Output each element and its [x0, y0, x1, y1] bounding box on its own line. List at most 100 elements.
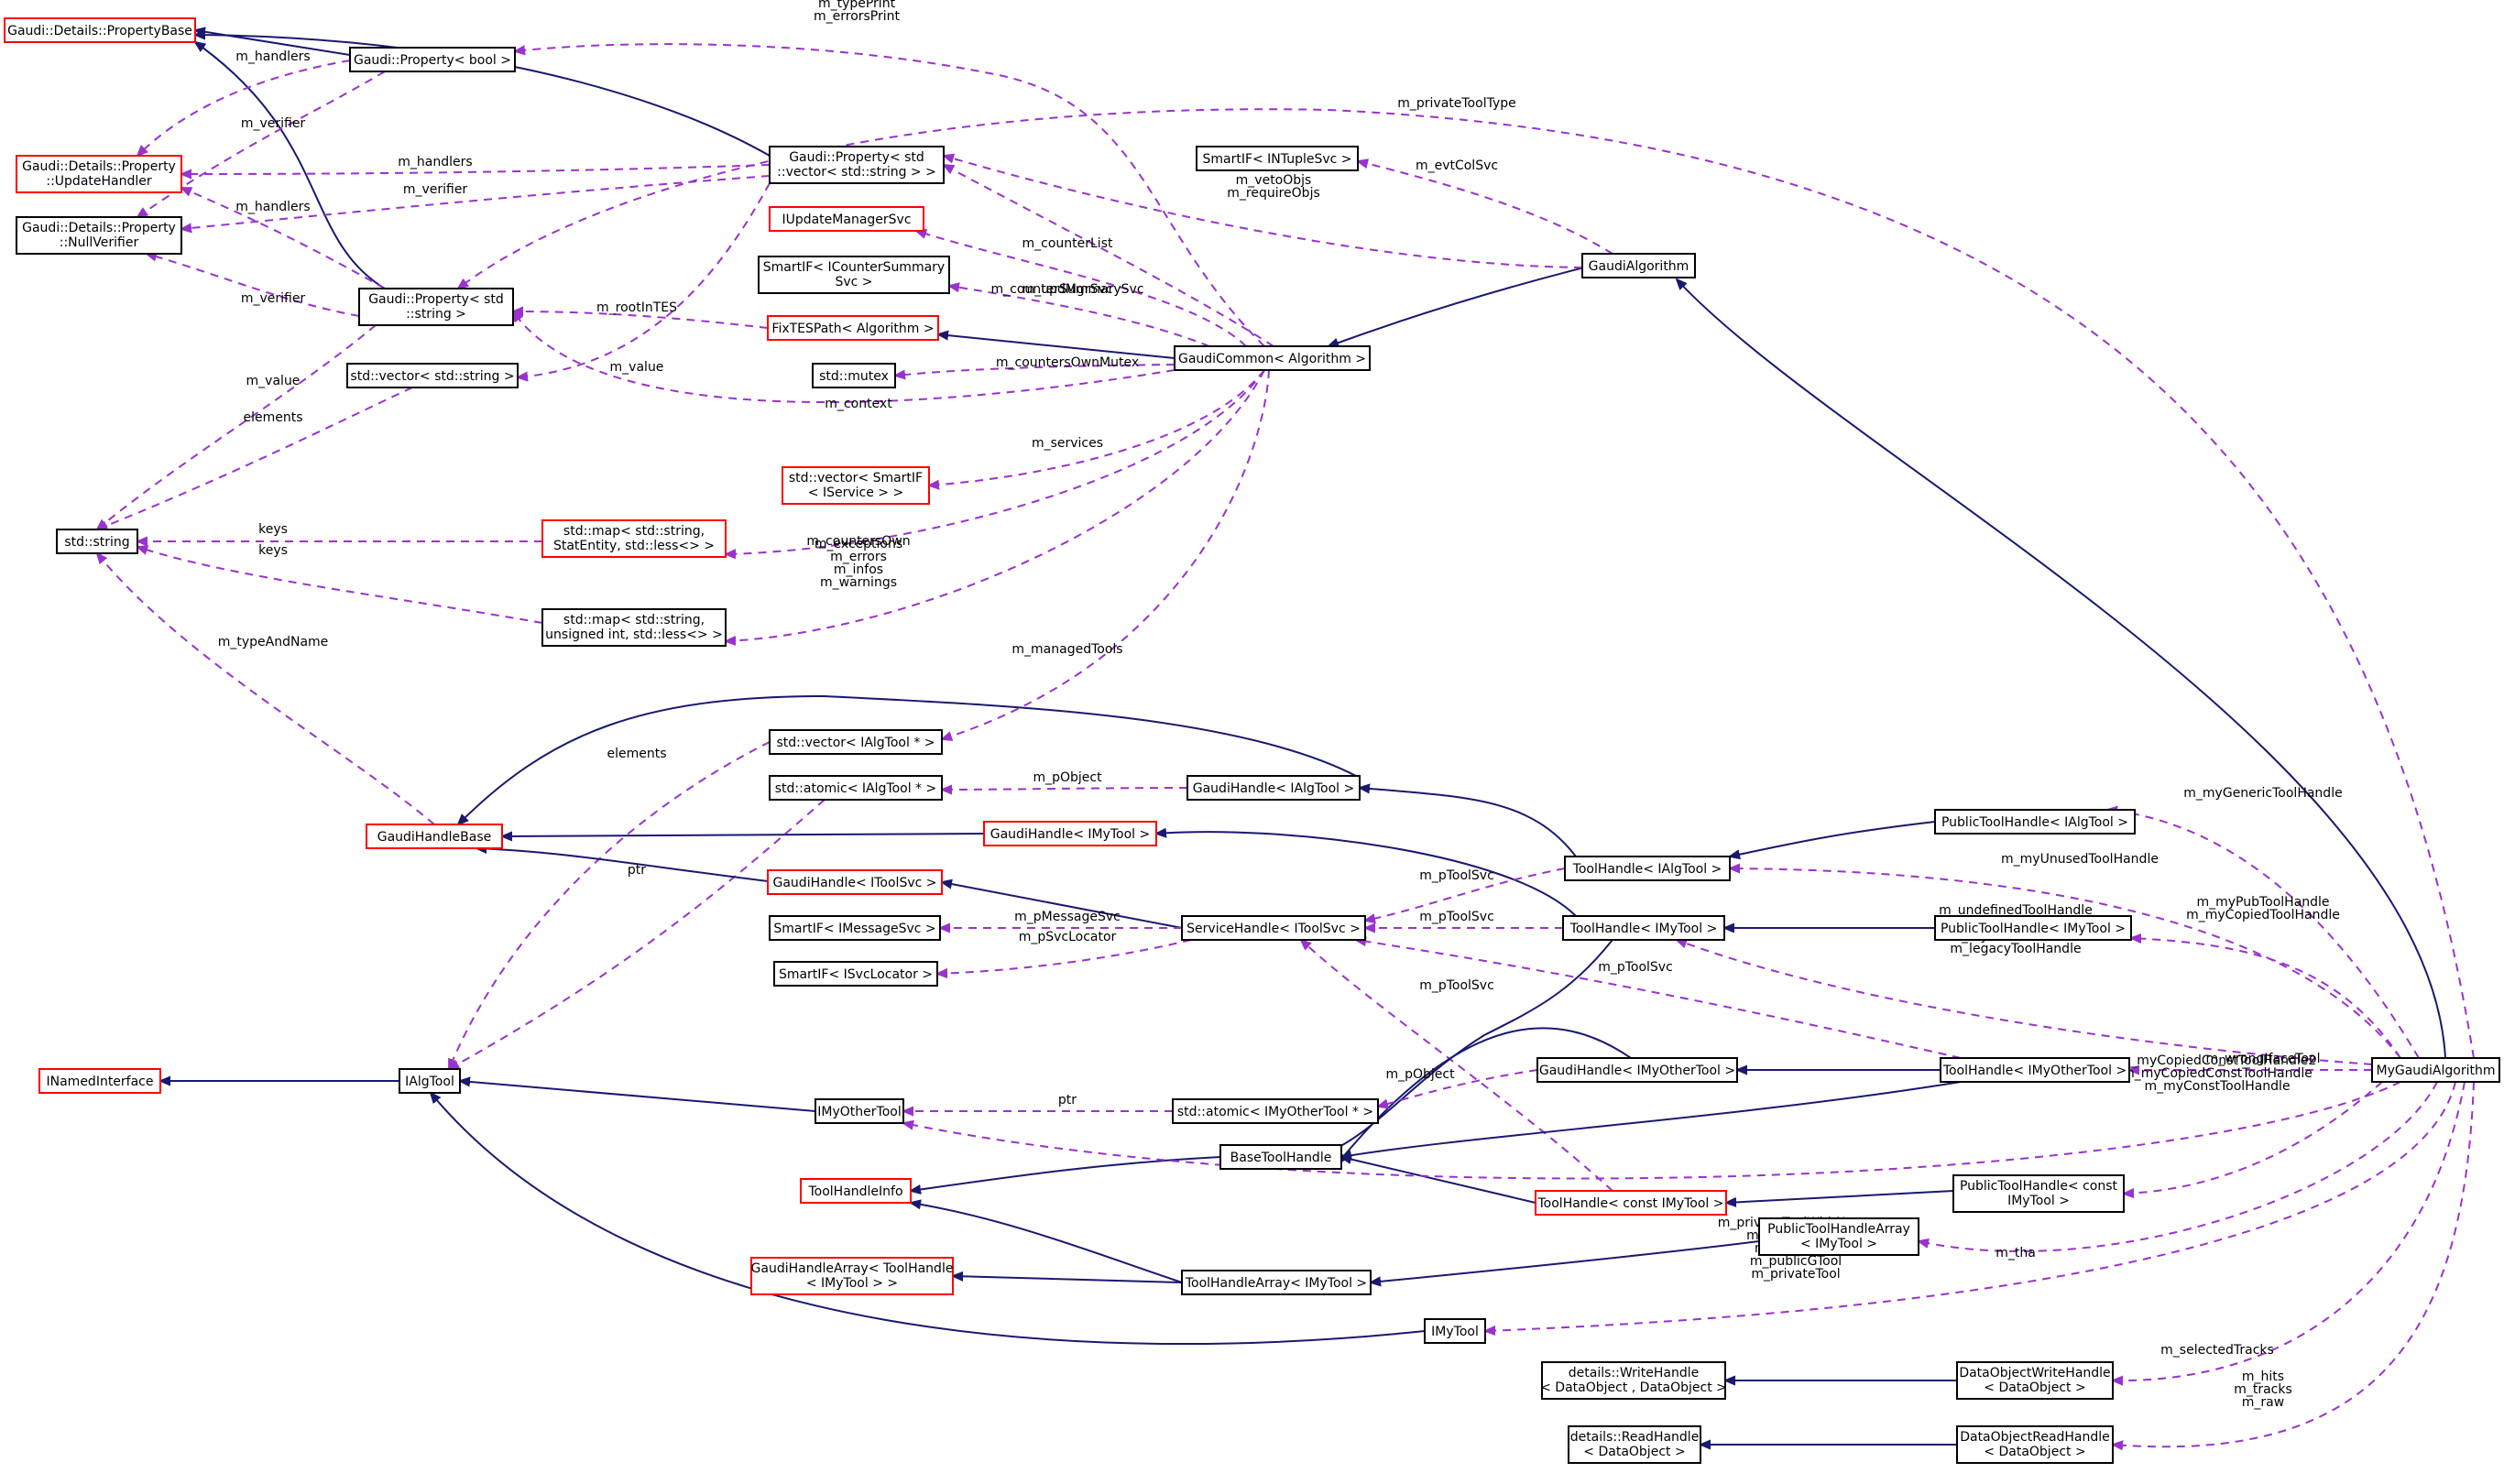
class-node-box [1562, 915, 1725, 941]
class-node-box [1219, 1144, 1342, 1170]
edge-label-p-svc-locator: m_pSvcLocator [1019, 930, 1117, 944]
edge-label-line: m_handlers [398, 155, 472, 169]
usage-edge-type-and-name [97, 553, 435, 825]
class-node-label: GaudiHandle< IMyTool > [990, 827, 1151, 842]
class-node-ialg-tool[interactable]: IAlgTool [399, 1068, 461, 1094]
class-node-map-stat-entity[interactable]: std::map< std::string,StatEntity, std::l… [541, 519, 727, 558]
edge-label-elements-vecstr: elements [243, 410, 302, 425]
class-node-box [1758, 1217, 1919, 1256]
class-node-prop-bool[interactable]: Gaudi::Property< bool > [349, 47, 516, 72]
usage-edge-upd-mgr-svc [916, 231, 1247, 347]
class-node-gaudi-handle-base[interactable]: GaudiHandleBase [366, 824, 503, 849]
class-node-dowrite-handle[interactable]: DataObjectWriteHandle< DataObject > [1956, 1361, 2114, 1400]
class-node-ghimy-other[interactable]: GaudiHandle< IMyOtherTool > [1536, 1057, 1738, 1083]
edge-label-counters-own-mutex: m_countersOwnMutex [996, 355, 1139, 370]
edge-label-line: elements [607, 747, 666, 761]
class-node-ghimy-tool[interactable]: GaudiHandle< IMyTool > [983, 821, 1157, 846]
class-node-box [346, 363, 519, 388]
class-node-std-mutex[interactable]: std::mutex [812, 363, 896, 388]
class-node-ghitool-svc[interactable]: GaudiHandle< IToolSvc > [767, 869, 943, 895]
class-node-imy-tool[interactable]: IMyTool [1424, 1318, 1486, 1344]
class-node-doread-handle[interactable]: DataObjectReadHandle< DataObject > [1956, 1425, 2114, 1464]
class-node-smart-ifsvc-loc[interactable]: SmartIF< ISvcLocator > [773, 961, 938, 987]
class-node-box [815, 1098, 904, 1124]
edge-label-tha: m_tha [1996, 1246, 2036, 1260]
class-node-tharray[interactable]: ToolHandleArray< IMyTool > [1181, 1270, 1372, 1295]
class-node-thimy-tool[interactable]: ToolHandle< IMyTool > [1562, 915, 1725, 941]
class-node-pthimy-tool[interactable]: PublicToolHandle< IMyTool > [1934, 915, 2132, 941]
class-node-inamed-interface[interactable]: INamedInterface [38, 1068, 161, 1094]
class-node-box [769, 775, 943, 801]
class-node-box [56, 529, 138, 554]
class-node-atomic-imy-other[interactable]: std::atomic< IMyOtherTool * > [1172, 1098, 1379, 1124]
class-node-read-handle[interactable]: details::ReadHandle< DataObject > [1568, 1425, 1701, 1464]
edge-label-line: m_errors [830, 550, 887, 564]
class-node-label: std::vector< SmartIF [789, 471, 923, 486]
edge-label-verifier-vec: m_verifier [403, 182, 468, 197]
class-node-label: IAlgTool [405, 1075, 454, 1089]
class-node-thconst-imy-tool[interactable]: ToolHandle< const IMyTool > [1535, 1190, 1727, 1216]
usage-edge-elements-ialg [448, 741, 771, 1069]
class-node-prop-details-base[interactable]: Gaudi::Details::PropertyBase [4, 17, 196, 43]
class-node-smart-ifntuple[interactable]: SmartIF< INTupleSvc > [1196, 146, 1359, 171]
usage-edge-handlers-vec [181, 164, 771, 174]
class-node-gaudi-algorithm[interactable]: GaudiAlgorithm [1581, 253, 1696, 278]
class-node-label: Gaudi::Property< bool > [354, 53, 511, 68]
class-node-service-handle[interactable]: ServiceHandle< IToolSvc > [1181, 915, 1366, 941]
class-node-gharray[interactable]: GaudiHandleArray< ToolHandle< IMyTool > … [750, 1257, 954, 1295]
class-node-prop-str[interactable]: Gaudi::Property< std::string > [358, 288, 514, 326]
edge-label-line: m_wrongIfaceTool [2205, 1052, 2320, 1066]
class-node-iupdate-mgr[interactable]: IUpdateManagerSvc [769, 206, 924, 232]
class-node-pthialg-tool[interactable]: PublicToolHandle< IAlgTool > [1934, 809, 2136, 835]
class-node-smart-ifmsg[interactable]: SmartIF< IMessageSvc > [769, 915, 941, 941]
edge-label-p-object-other: m_pObject [1385, 1067, 1455, 1082]
edges-layer [97, 30, 2475, 1446]
class-node-base-tool-handle[interactable]: BaseToolHandle [1219, 1144, 1342, 1170]
class-node-box [358, 288, 514, 326]
class-node-fix-tes[interactable]: FixTESPath< Algorithm > [767, 315, 939, 341]
edge-label-line: m_typeAndName [218, 635, 329, 649]
class-node-ghialg-tool[interactable]: GaudiHandle< IAlgTool > [1186, 775, 1361, 801]
usage-edge-context [513, 311, 1175, 404]
class-node-vec-string[interactable]: std::vector< std::string > [346, 363, 519, 388]
class-node-thimy-other[interactable]: ToolHandle< IMyOtherTool > [1940, 1057, 2130, 1083]
class-node-map-uint[interactable]: std::map< std::string,unsigned int, std:… [541, 608, 727, 647]
class-node-update-handler[interactable]: Gaudi::Details::Property::UpdateHandler [16, 155, 182, 193]
edge-label-managed-tools: m_managedTools [1011, 642, 1122, 657]
class-node-box [983, 821, 1157, 846]
class-node-label: std::map< std::string, [563, 524, 705, 539]
class-node-label: SmartIF< ISvcLocator > [779, 967, 933, 982]
class-node-gaudi-common[interactable]: GaudiCommon< Algorithm > [1174, 345, 1371, 371]
class-node-label: BaseToolHandle [1230, 1151, 1332, 1165]
class-node-atomic-ialg-tool[interactable]: std::atomic< IAlgTool * > [769, 775, 943, 801]
class-node-null-verifier[interactable]: Gaudi::Details::Property::NullVerifier [16, 216, 182, 255]
class-node-box [758, 256, 950, 294]
edge-label-upd-mgr-svc: m_updMgrSvc [1022, 282, 1113, 297]
usage-edge-counter-summary-svc [949, 286, 1210, 347]
class-node-thialg-tool[interactable]: ToolHandle< IAlgTool > [1564, 856, 1731, 881]
class-node-write-handle[interactable]: details::WriteHandle< DataObject , DataO… [1540, 1361, 1727, 1400]
usage-edge-handlers-str [181, 187, 386, 289]
class-node-my-gaudi-algorithm[interactable]: MyGaudiAlgorithm [2371, 1057, 2500, 1083]
class-node-label: IUpdateManagerSvc [782, 213, 911, 227]
edge-label-evt-col-svc: m_evtColSvc [1416, 158, 1498, 173]
usage-edge-my-unused-tool-handle [1730, 868, 2401, 1059]
class-node-label: INamedInterface [47, 1075, 154, 1089]
inheritance-edge-65 [460, 1081, 816, 1112]
class-node-vec-ialg-tool[interactable]: std::vector< IAlgTool * > [769, 729, 943, 755]
class-node-std-string[interactable]: std::string [56, 529, 138, 554]
class-node-vec-smart-ifservice[interactable]: std::vector< SmartIF< IService > > [782, 466, 930, 505]
edge-label-counters-own: m_countersOwn [806, 534, 910, 549]
class-node-ptharray[interactable]: PublicToolHandleArray< IMyTool > [1758, 1217, 1919, 1256]
class-node-prop-vec-str[interactable]: Gaudi::Property< std::vector< std::strin… [769, 146, 945, 184]
class-node-label: std::vector< IAlgTool * > [777, 736, 935, 750]
class-node-box [1581, 253, 1696, 278]
class-node-imy-other-tool[interactable]: IMyOtherTool [815, 1098, 904, 1124]
class-node-label: ::NullVerifier [60, 235, 139, 250]
class-node-tool-handle-info[interactable]: ToolHandleInfo [800, 1178, 912, 1204]
inheritance-edge-56 [1338, 1027, 1632, 1163]
class-node-label: < IMyTool > [1800, 1237, 1877, 1251]
nodes-layer: MyGaudiAlgorithm GaudiAlgorithmGaudiCommo… [4, 17, 2500, 1464]
